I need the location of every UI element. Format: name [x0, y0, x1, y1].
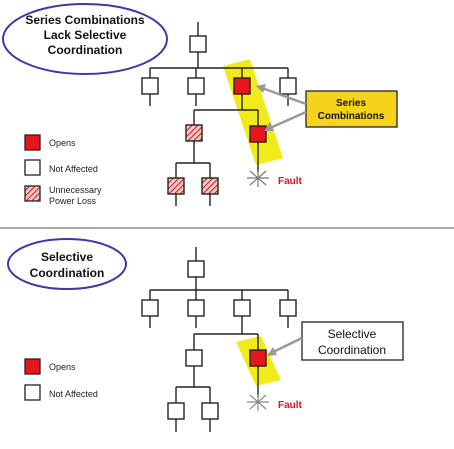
bottom-legend: Opens Not Affected — [24, 358, 98, 401]
bottom-branch-breaker-opens — [249, 349, 267, 367]
bottom-callout-line-2: Coordination — [318, 343, 386, 357]
bottom-title-ellipse — [7, 238, 127, 290]
bottom-legend-not-affected-label: Not Affected — [49, 389, 98, 399]
top-legend: Opens Not Affected Unnecessary Power Los… — [24, 134, 102, 206]
top-title-ellipse — [2, 3, 168, 75]
bottom-fault-icon — [247, 394, 269, 411]
top-load-breaker-unnecessary-1 — [167, 177, 185, 195]
bottom-panel: Selective Coordination — [7, 238, 404, 432]
legend-opens-label: Opens — [49, 138, 76, 148]
bottom-legend-not-affected-swatch — [24, 384, 41, 401]
bottom-callout-box — [301, 321, 404, 361]
top-load-breaker-unnecessary-2 — [201, 177, 219, 195]
top-series-highlight — [223, 59, 283, 165]
legend-opens-swatch — [24, 134, 41, 151]
bottom-legend-opens-label: Opens — [49, 362, 76, 372]
bottom-feeder-breaker-4 — [279, 299, 297, 317]
bottom-callout-line-1: Selective — [328, 327, 377, 341]
bottom-legend-opens-swatch — [24, 358, 41, 375]
top-branch-breaker-opens — [249, 125, 267, 143]
top-callout-box — [305, 90, 398, 128]
bottom-feeder-breaker-1 — [141, 299, 159, 317]
top-panel: Series Combinations Lack Selective Coord… — [2, 3, 398, 206]
top-title-line-3: Coordination — [48, 43, 123, 57]
top-fault-icon — [247, 170, 269, 187]
legend-not-affected-label: Not Affected — [49, 164, 98, 174]
bottom-main-breaker — [187, 260, 205, 278]
legend-unnecessary-label-2: Power Loss — [49, 196, 97, 206]
bottom-fault-label: Fault — [278, 400, 303, 411]
bottom-sub-breaker — [185, 349, 203, 367]
bottom-load-breaker-2 — [201, 402, 219, 420]
top-feeder-breaker-opens — [233, 77, 251, 95]
top-feeder-breaker-4 — [279, 77, 297, 95]
top-title-line-1: Series Combinations — [25, 13, 145, 27]
top-feeder-breaker-1 — [141, 77, 159, 95]
bottom-title-line-1: Selective — [41, 250, 93, 264]
bottom-feeder-breaker-3 — [233, 299, 251, 317]
top-sub-breaker-unnecessary — [185, 124, 203, 142]
bottom-callout-arrow — [267, 336, 303, 356]
bottom-wiring — [149, 247, 289, 432]
bottom-load-breaker-1 — [167, 402, 185, 420]
top-callout-line-1: Series — [336, 98, 366, 109]
top-wiring — [149, 22, 289, 206]
top-fault-label: Fault — [278, 176, 303, 187]
top-main-breaker — [189, 35, 207, 53]
legend-unnecessary-swatch — [24, 185, 41, 202]
bottom-title-line-2: Coordination — [30, 266, 105, 280]
top-callout-line-2: Combinations — [318, 111, 385, 122]
legend-not-affected-swatch — [24, 159, 41, 176]
top-callout-arrows — [256, 84, 307, 131]
legend-unnecessary-label-1: Unnecessary — [49, 185, 102, 195]
top-title-line-2: Lack Selective — [44, 28, 127, 42]
bottom-feeder-breaker-2 — [187, 299, 205, 317]
top-feeder-breaker-2 — [187, 77, 205, 95]
